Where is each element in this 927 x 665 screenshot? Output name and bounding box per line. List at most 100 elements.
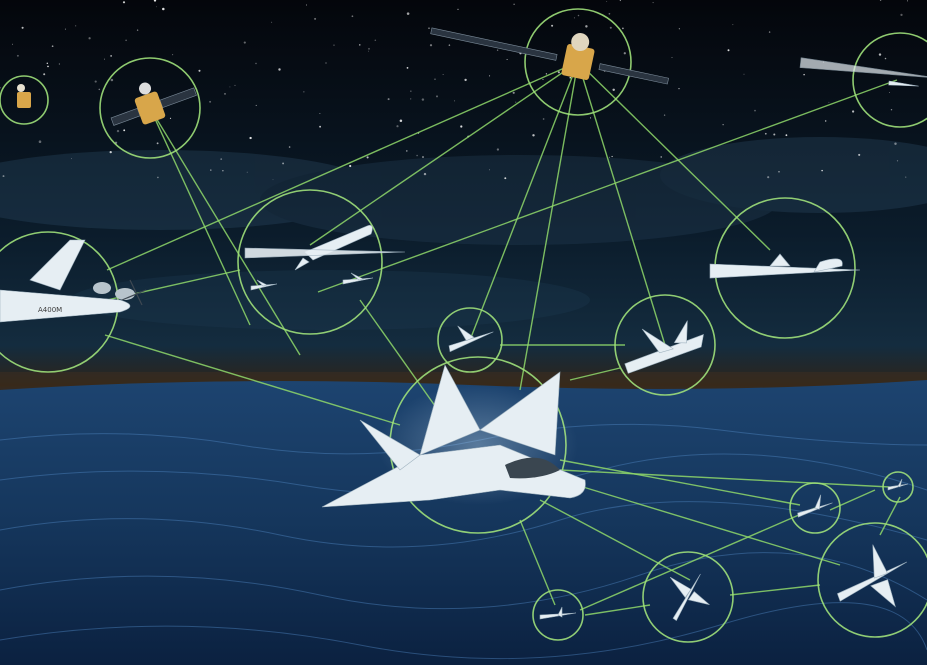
- star: [157, 176, 159, 179]
- star: [43, 73, 46, 76]
- star: [619, 0, 621, 2]
- star: [246, 171, 248, 173]
- jet-lower-right: [837, 544, 907, 608]
- star: [172, 54, 174, 56]
- star: [51, 45, 54, 48]
- drone-top-right: [799, 57, 927, 87]
- star: [429, 44, 433, 47]
- node-ring-satellite-left: [99, 57, 201, 159]
- star: [110, 78, 114, 82]
- star: [11, 43, 14, 45]
- star: [224, 92, 226, 95]
- star: [278, 68, 281, 71]
- star: [884, 57, 887, 60]
- data-links: [104, 61, 901, 616]
- star: [678, 87, 680, 90]
- star: [21, 26, 24, 29]
- star: [652, 2, 654, 4]
- star: [754, 109, 756, 112]
- star: [905, 176, 907, 178]
- star: [387, 98, 390, 101]
- star: [671, 57, 673, 59]
- star: [900, 13, 903, 17]
- star: [764, 132, 767, 135]
- star: [406, 12, 410, 15]
- star: [75, 25, 77, 27]
- star: [828, 101, 830, 103]
- star: [169, 117, 172, 120]
- star: [542, 118, 545, 120]
- node-ring-fighter-right: [614, 294, 716, 396]
- star: [210, 169, 212, 171]
- star: [460, 125, 463, 128]
- star: [542, 78, 544, 80]
- star: [743, 73, 745, 75]
- node-ring-jet-lower-right: [817, 522, 927, 638]
- transport-aircraft-marking: A400M: [38, 306, 62, 314]
- node-ring-tanker: [237, 189, 383, 335]
- fighter-small: [448, 325, 494, 353]
- star: [88, 37, 91, 40]
- escort-fighter-1: [250, 279, 278, 291]
- star: [351, 15, 354, 18]
- drone-center: [669, 573, 710, 622]
- star: [504, 177, 507, 180]
- star: [513, 3, 515, 5]
- star: [489, 75, 491, 77]
- star: [209, 100, 212, 103]
- star: [368, 47, 370, 50]
- star: [515, 101, 517, 103]
- star: [416, 154, 418, 157]
- star: [136, 29, 139, 31]
- fighter-right: [624, 320, 704, 374]
- star: [123, 129, 126, 132]
- star: [878, 53, 882, 56]
- star: [16, 54, 19, 57]
- star: [589, 117, 592, 119]
- star: [406, 67, 409, 69]
- star: [2, 175, 5, 178]
- star: [109, 150, 112, 154]
- star: [282, 162, 285, 165]
- star: [234, 84, 236, 86]
- star: [271, 21, 273, 23]
- star: [557, 71, 560, 74]
- star: [428, 27, 430, 30]
- star: [569, 76, 572, 79]
- star: [858, 153, 861, 156]
- star: [325, 62, 327, 64]
- star: [611, 155, 613, 158]
- clouds: [0, 137, 927, 330]
- star: [255, 104, 257, 106]
- star: [222, 170, 224, 172]
- star: [767, 176, 770, 179]
- star: [457, 8, 459, 11]
- star: [0, 86, 1, 89]
- star: [894, 142, 897, 146]
- star: [512, 91, 515, 94]
- drone-far: [887, 478, 909, 491]
- star: [198, 69, 201, 72]
- star: [410, 90, 412, 92]
- star: [623, 52, 626, 55]
- star: [489, 169, 490, 171]
- star: [220, 158, 223, 160]
- starfield: [0, 0, 908, 181]
- node-ring-drone-bottom: [532, 589, 584, 641]
- star: [243, 41, 246, 44]
- satellite-small: [17, 84, 31, 108]
- satellite-left: [110, 82, 197, 126]
- star: [768, 31, 771, 33]
- star: [532, 134, 535, 137]
- star: [421, 98, 425, 101]
- star: [785, 134, 788, 137]
- star: [663, 114, 666, 116]
- node-ring-drone-far: [882, 471, 914, 503]
- star: [153, 0, 157, 2]
- star: [722, 124, 724, 126]
- star: [399, 119, 403, 122]
- star: [435, 95, 439, 98]
- star: [879, 0, 882, 1]
- star: [660, 156, 662, 158]
- node-ring-fighter-small: [437, 307, 503, 373]
